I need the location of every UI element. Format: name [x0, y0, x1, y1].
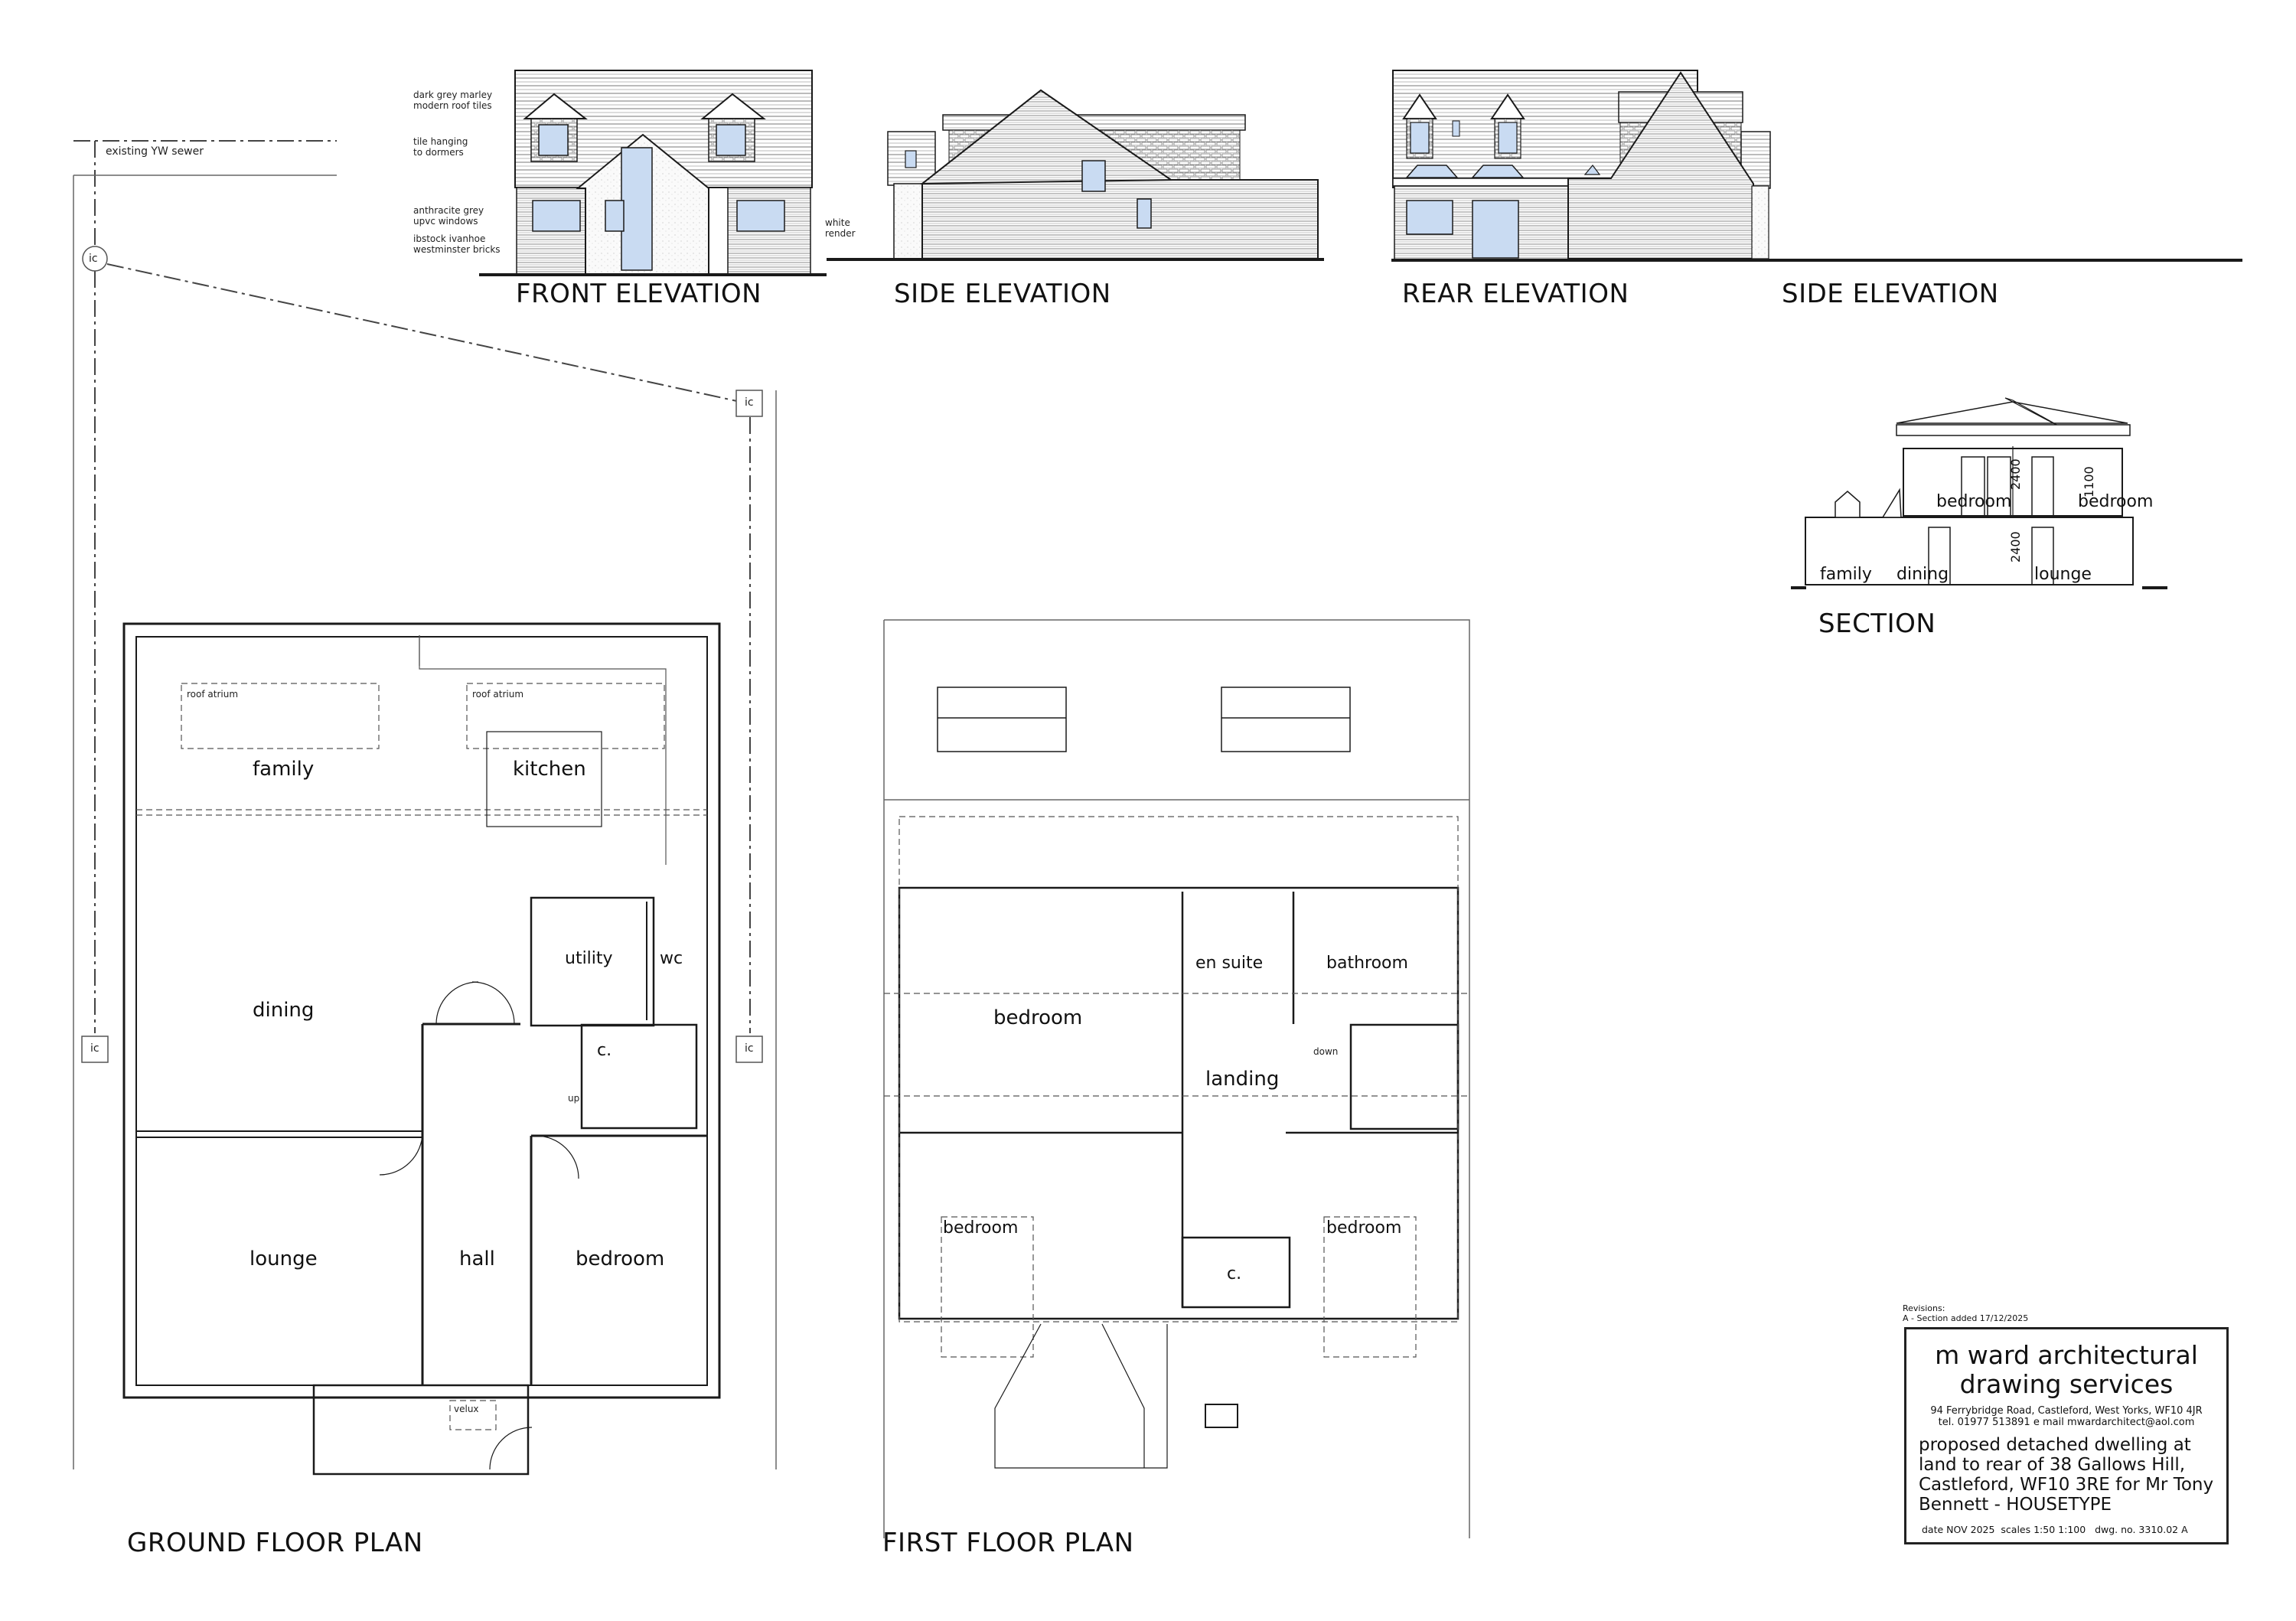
ic-label-4: ic: [745, 1042, 754, 1055]
project-line-4: Bennett - HOUSETYPE: [1919, 1495, 2112, 1515]
ff-room-landing: landing: [1205, 1068, 1280, 1091]
first-floor-plan-title: FIRST FLOOR PLAN: [882, 1528, 1134, 1558]
section-room-bedroom-1: bedroom: [1936, 492, 2012, 511]
drainage-runs: [73, 140, 751, 1033]
section-room-bedroom-2: bedroom: [2078, 492, 2154, 511]
gf-velux: velux: [454, 1404, 479, 1414]
ff-room-bedroom-1: bedroom: [993, 1006, 1083, 1029]
firm-contact: tel. 01977 513891 e mail mwardarchitect@…: [1938, 1417, 2195, 1428]
front-elevation-title: FRONT ELEVATION: [516, 279, 762, 309]
section-dim-upper: 2400: [2008, 458, 2023, 490]
firm-address: 94 Ferrybridge Road, Castleford, West Yo…: [1930, 1405, 2203, 1417]
side-elevation-right-title: SIDE ELEVATION: [1782, 279, 1999, 309]
gf-room-hall: hall: [459, 1248, 495, 1270]
inspection-chambers: [81, 246, 763, 1063]
ff-room-en-suite: en suite: [1195, 954, 1264, 973]
ground-floor-plan-title: GROUND FLOOR PLAN: [127, 1528, 423, 1558]
note-tile-hanging: tile hanging to dormers: [413, 136, 468, 158]
gf-roof-atrium-2: roof atrium: [472, 689, 524, 700]
project-line-3: Castleford, WF10 3RE for Mr Tony: [1919, 1475, 2214, 1495]
project-line-2: land to rear of 38 Gallows Hill,: [1919, 1455, 2186, 1475]
firm-name-line1: m ward architectural: [1935, 1340, 2198, 1370]
title-block: m ward architectural drawing services 94…: [1904, 1327, 2229, 1544]
ic-label-2: ic: [745, 396, 754, 409]
ff-room-bathroom: bathroom: [1326, 954, 1408, 973]
ic-label-1: ic: [89, 253, 98, 265]
ff-room-bedroom-2: bedroom: [943, 1218, 1019, 1238]
gf-room-cupboard: c.: [597, 1041, 612, 1060]
gf-room-dining: dining: [253, 999, 315, 1022]
ff-room-cupboard: c.: [1227, 1264, 1242, 1283]
note-windows: anthracite grey upvc windows: [413, 205, 484, 227]
revisions-heading: Revisions:: [1903, 1303, 1945, 1313]
gf-stair-up: up: [568, 1093, 580, 1104]
section-room-lounge: lounge: [2034, 565, 2092, 584]
note-bricks: ibstock ivanhoe westminster bricks: [413, 233, 501, 255]
note-roof-tiles: dark grey marley modern roof tiles: [413, 90, 493, 111]
project-line-1: proposed detached dwelling at: [1919, 1435, 2191, 1455]
revision-a: A - Section added 17/12/2025: [1903, 1313, 2029, 1323]
section-room-dining: dining: [1896, 565, 1949, 584]
ic-label-3: ic: [90, 1042, 99, 1055]
section-room-family: family: [1820, 565, 1872, 584]
section-dim-1100: 1100: [2082, 466, 2096, 497]
side-elevation-left-title: SIDE ELEVATION: [894, 279, 1111, 309]
section-title: SECTION: [1818, 608, 1936, 639]
ff-stair-down: down: [1313, 1046, 1339, 1057]
ground-floor-plan: [122, 622, 721, 1476]
gf-room-lounge: lounge: [249, 1248, 318, 1270]
sewer-label: existing YW sewer: [106, 145, 204, 158]
gf-roof-atrium-1: roof atrium: [187, 689, 239, 700]
side-elevation-right: [1567, 71, 2242, 262]
firm-name-line2: drawing services: [1959, 1369, 2174, 1399]
side-elevation-left: [827, 89, 1324, 261]
gf-room-wc: wc: [660, 949, 683, 968]
gf-room-kitchen: kitchen: [513, 758, 586, 781]
first-floor-plan: [883, 619, 1470, 1538]
note-white-render: white render: [825, 217, 856, 239]
gf-room-family: family: [253, 758, 315, 781]
section-dim-lower: 2400: [2008, 531, 2023, 563]
gf-room-bedroom: bedroom: [576, 1248, 665, 1270]
site-boundary: [73, 174, 777, 1469]
ff-room-bedroom-3: bedroom: [1326, 1218, 1402, 1238]
front-elevation: [479, 70, 827, 276]
gf-room-utility: utility: [565, 949, 613, 968]
section-drawing: [1791, 397, 2167, 589]
rear-elevation-title: REAR ELEVATION: [1402, 279, 1629, 309]
drawing-meta: date NOV 2025 scales 1:50 1:100 dwg. no.…: [1922, 1524, 2188, 1535]
